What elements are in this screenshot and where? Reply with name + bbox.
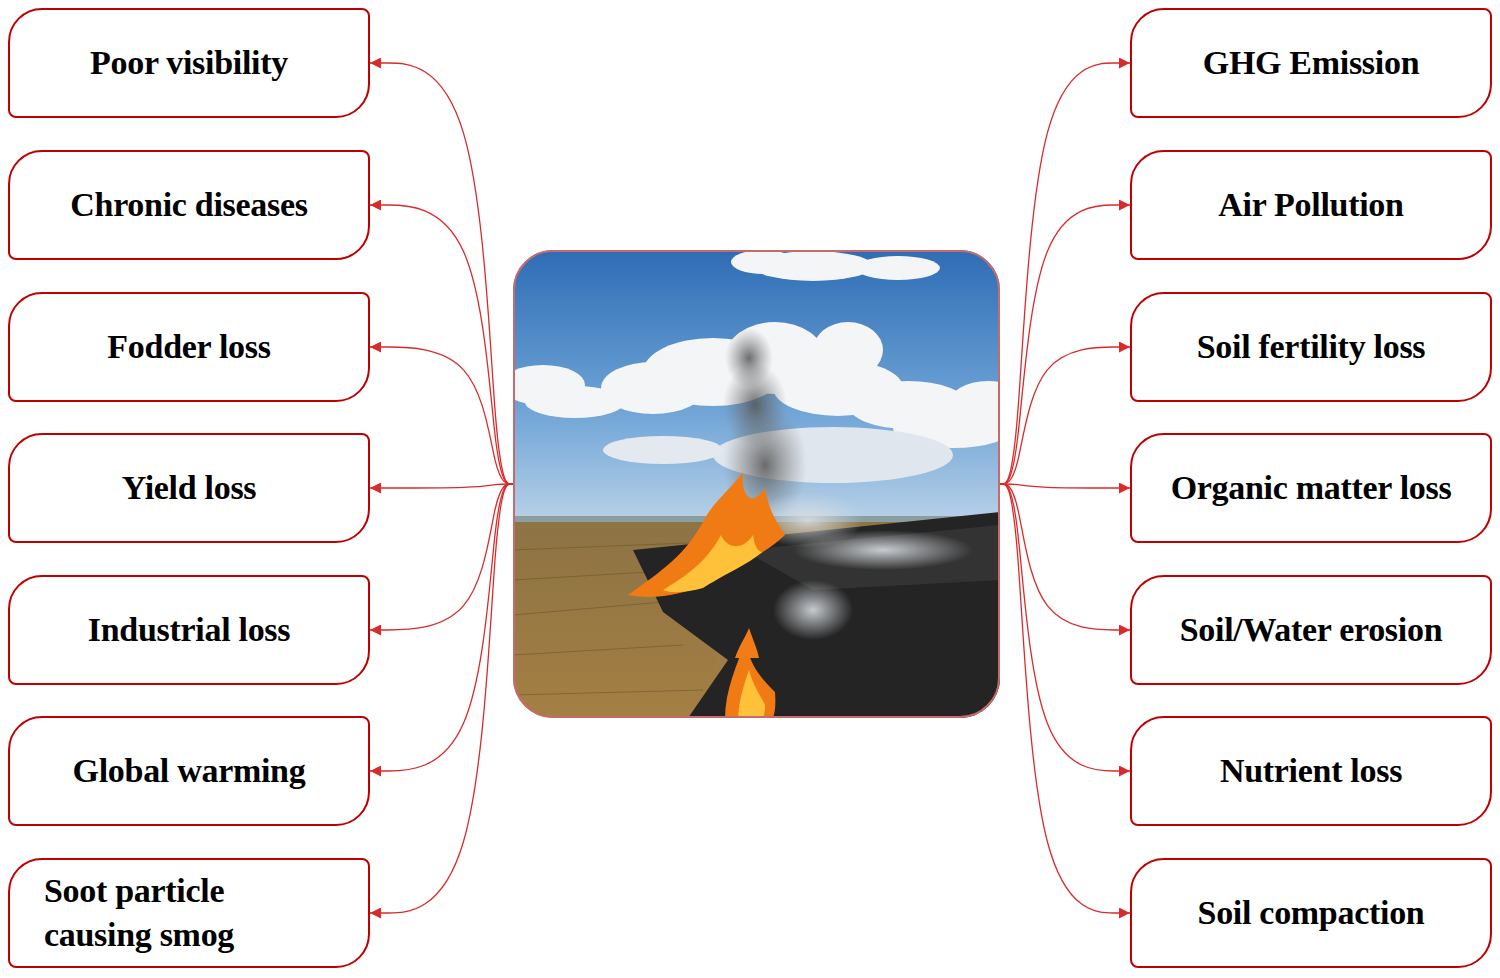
cloud xyxy=(856,256,940,280)
smoke xyxy=(773,580,853,640)
effect-box: Yield loss xyxy=(8,433,370,543)
effect-arrow xyxy=(1000,205,1130,484)
flame xyxy=(628,472,785,597)
effect-label: Yield loss xyxy=(122,466,257,510)
effect-box: Industrial loss xyxy=(8,575,370,685)
effect-arrow xyxy=(1000,484,1130,913)
effect-label: GHG Emission xyxy=(1203,41,1420,85)
effect-box: Fodder loss xyxy=(8,292,370,402)
effect-box: Soot particle causing smog xyxy=(8,858,370,968)
effect-label: Chronic diseases xyxy=(70,183,307,227)
effect-label: Global warming xyxy=(73,749,306,793)
effect-box: Soil compaction xyxy=(1130,858,1492,968)
effect-arrow xyxy=(370,484,513,630)
effect-arrow xyxy=(1000,347,1130,484)
photo-content xyxy=(513,250,1000,718)
cloud xyxy=(731,250,795,274)
effect-label: Nutrient loss xyxy=(1220,749,1402,793)
effect-box: Soil/Water erosion xyxy=(1130,575,1492,685)
effect-label: Poor visibility xyxy=(90,41,288,85)
effect-arrow xyxy=(370,205,513,484)
effect-arrow xyxy=(1000,484,1130,771)
stubble-row xyxy=(513,690,703,695)
effect-arrow xyxy=(370,484,513,488)
smoke xyxy=(725,328,773,388)
effect-box: Chronic diseases xyxy=(8,150,370,260)
effect-label: Air Pollution xyxy=(1218,183,1403,227)
effect-arrow xyxy=(370,347,513,484)
effect-box: Global warming xyxy=(8,716,370,826)
effect-box: GHG Emission xyxy=(1130,8,1492,118)
effect-label: Industrial loss xyxy=(88,608,290,652)
effect-box: Organic matter loss xyxy=(1130,433,1492,543)
burnt-ground xyxy=(633,512,1000,718)
stubble-row xyxy=(513,602,663,615)
effect-label: Fodder loss xyxy=(107,325,270,369)
photo-frame xyxy=(513,250,1000,718)
cloud xyxy=(525,386,625,418)
effect-label: Soot particle causing smog xyxy=(44,869,294,957)
cloud xyxy=(948,381,1000,429)
flame-core xyxy=(663,535,765,592)
effect-box: Soil fertility loss xyxy=(1130,292,1492,402)
cloud xyxy=(603,436,723,464)
effect-box: Nutrient loss xyxy=(1130,716,1492,826)
effect-arrow xyxy=(1000,484,1130,488)
smoke xyxy=(793,530,973,570)
effect-label: Soil/Water erosion xyxy=(1180,608,1443,652)
effect-arrow xyxy=(370,63,513,484)
effect-label: Organic matter loss xyxy=(1171,466,1452,510)
sky xyxy=(513,250,1000,540)
effect-arrow xyxy=(370,484,513,913)
flame xyxy=(735,628,759,658)
effect-label: Soil compaction xyxy=(1198,891,1425,935)
field-burning-photo xyxy=(513,250,1000,718)
effect-box: Air Pollution xyxy=(1130,150,1492,260)
effect-arrow xyxy=(370,484,513,771)
effect-arrow xyxy=(1000,484,1130,630)
stubble-row xyxy=(513,645,683,655)
effect-label: Soil fertility loss xyxy=(1197,325,1426,369)
effect-box: Poor visibility xyxy=(8,8,370,118)
flame-core xyxy=(738,670,765,718)
effect-arrow xyxy=(1000,63,1130,484)
